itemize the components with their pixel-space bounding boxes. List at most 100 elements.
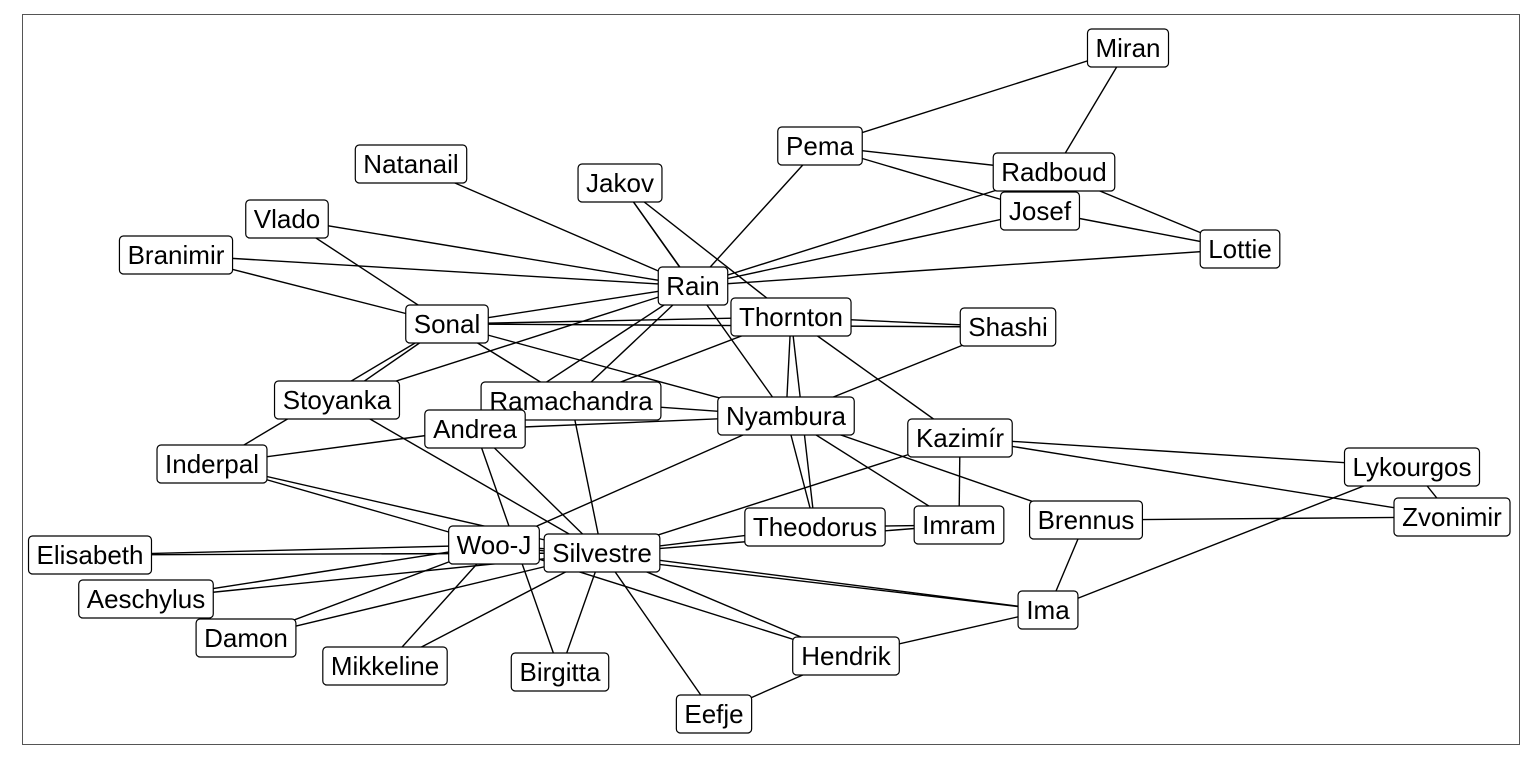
node-box bbox=[245, 199, 329, 239]
node-box bbox=[792, 636, 900, 676]
node-box bbox=[1343, 447, 1481, 487]
edge-lottie-rain bbox=[692, 248, 1241, 287]
node-birgitta: Birgitta bbox=[510, 652, 610, 692]
node-inderpal: Inderpal bbox=[156, 444, 268, 484]
node-label: Hendrik bbox=[801, 641, 892, 671]
node-box bbox=[480, 381, 662, 421]
node-label: Woo-J bbox=[457, 530, 532, 560]
edge-kazimir-zvonimir bbox=[959, 437, 1453, 518]
edge-josef-rain bbox=[692, 210, 1041, 287]
node-box bbox=[78, 579, 214, 619]
node-box bbox=[354, 144, 468, 184]
node-label: Silvestre bbox=[552, 538, 652, 568]
node-label: Zvonimir bbox=[1402, 502, 1502, 532]
node-mikkeline: Mikkeline bbox=[322, 646, 448, 686]
node-natanail: Natanail bbox=[354, 144, 468, 184]
edge-vlado-rain bbox=[286, 218, 694, 287]
node-branimir: Branimir bbox=[118, 235, 234, 275]
node-label: Andrea bbox=[433, 414, 517, 444]
node-silvestre: Silvestre bbox=[543, 533, 661, 573]
node-label: Jakov bbox=[586, 168, 654, 198]
node-box bbox=[717, 396, 855, 436]
edge-inderpal-silvestre bbox=[211, 463, 603, 554]
node-andrea: Andrea bbox=[424, 409, 526, 449]
node-label: Theodorus bbox=[753, 512, 877, 542]
edge-thornton-kazimir bbox=[790, 316, 961, 439]
node-box bbox=[510, 652, 610, 692]
node-thornton: Thornton bbox=[730, 297, 852, 337]
node-box bbox=[657, 266, 729, 306]
node-label: Stoyanka bbox=[283, 385, 392, 415]
node-label: Josef bbox=[1009, 196, 1072, 226]
edge-woo-elisabeth bbox=[89, 544, 495, 556]
edge-branimir-rain bbox=[175, 254, 694, 287]
node-nyambura: Nyambura bbox=[717, 396, 855, 436]
edge-kazimir-lykourgos bbox=[959, 437, 1413, 468]
node-stoyanka: Stoyanka bbox=[273, 380, 401, 420]
edge-jakov-thornton bbox=[619, 182, 792, 318]
node-label: Rain bbox=[666, 271, 719, 301]
node-lykourgos: Lykourgos bbox=[1343, 447, 1481, 487]
node-label: Damon bbox=[204, 623, 288, 653]
node-label: Kazimír bbox=[916, 423, 1004, 453]
node-sonal: Sonal bbox=[405, 304, 489, 344]
node-label: Miran bbox=[1095, 33, 1160, 63]
node-label: Ima bbox=[1026, 595, 1070, 625]
node-box bbox=[744, 507, 886, 547]
edge-nyambura-woo bbox=[493, 415, 787, 546]
node-label: Nyambura bbox=[726, 401, 846, 431]
node-woo: Woo-J bbox=[448, 525, 540, 565]
node-josef: Josef bbox=[999, 191, 1081, 231]
node-box bbox=[777, 126, 863, 166]
node-damon: Damon bbox=[195, 618, 297, 658]
edge-andrea-silvestre bbox=[474, 428, 603, 554]
node-box bbox=[913, 505, 1005, 545]
edge-stoyanka-silvestre bbox=[336, 399, 603, 554]
edge-pema-rain bbox=[692, 145, 821, 287]
node-box bbox=[543, 533, 661, 573]
node-label: Shashi bbox=[968, 312, 1048, 342]
node-box bbox=[730, 297, 852, 337]
node-ima: Ima bbox=[1017, 590, 1079, 630]
node-rain: Rain bbox=[657, 266, 729, 306]
node-box bbox=[405, 304, 489, 344]
node-box bbox=[577, 163, 663, 203]
node-label: Aeschylus bbox=[87, 584, 206, 614]
node-label: Natanail bbox=[363, 149, 458, 179]
node-zvonimir: Zvonimir bbox=[1393, 497, 1511, 537]
node-label: Eefje bbox=[684, 699, 743, 729]
node-label: Lottie bbox=[1208, 234, 1272, 264]
edge-miran-radboud bbox=[1053, 47, 1129, 173]
node-miran: Miran bbox=[1086, 28, 1170, 68]
nodes-layer: MiranPemaRadboudNatanailJakovJosefVladoL… bbox=[27, 28, 1511, 734]
node-box bbox=[992, 152, 1116, 192]
node-label: Inderpal bbox=[165, 449, 259, 479]
edge-brennus-zvonimir bbox=[1085, 516, 1453, 521]
node-box bbox=[675, 694, 753, 734]
node-label: Radboud bbox=[1001, 157, 1107, 187]
edge-kazimir-silvestre bbox=[601, 437, 961, 554]
node-aeschylus: Aeschylus bbox=[78, 579, 214, 619]
node-box bbox=[195, 618, 297, 658]
node-label: Lykourgos bbox=[1353, 452, 1472, 482]
node-box bbox=[156, 444, 268, 484]
node-label: Sonal bbox=[414, 309, 481, 339]
node-box bbox=[27, 535, 153, 575]
node-jakov: Jakov bbox=[577, 163, 663, 203]
node-box bbox=[424, 409, 526, 449]
edge-silvestre-birgitta bbox=[559, 552, 603, 673]
node-eefje: Eefje bbox=[675, 694, 753, 734]
node-label: Brennus bbox=[1038, 505, 1135, 535]
node-brennus: Brennus bbox=[1028, 500, 1144, 540]
node-label: Mikkeline bbox=[331, 651, 439, 681]
edge-sonal-shashi bbox=[446, 323, 1009, 328]
node-label: Imram bbox=[922, 510, 996, 540]
edge-silvestre-ima bbox=[601, 552, 1049, 611]
node-kazimir: Kazimír bbox=[907, 418, 1013, 458]
node-box bbox=[322, 646, 448, 686]
edges-layer bbox=[89, 47, 1453, 715]
node-box bbox=[907, 418, 1013, 458]
node-box bbox=[1393, 497, 1511, 537]
node-hendrik: Hendrik bbox=[792, 636, 900, 676]
node-imram: Imram bbox=[913, 505, 1005, 545]
